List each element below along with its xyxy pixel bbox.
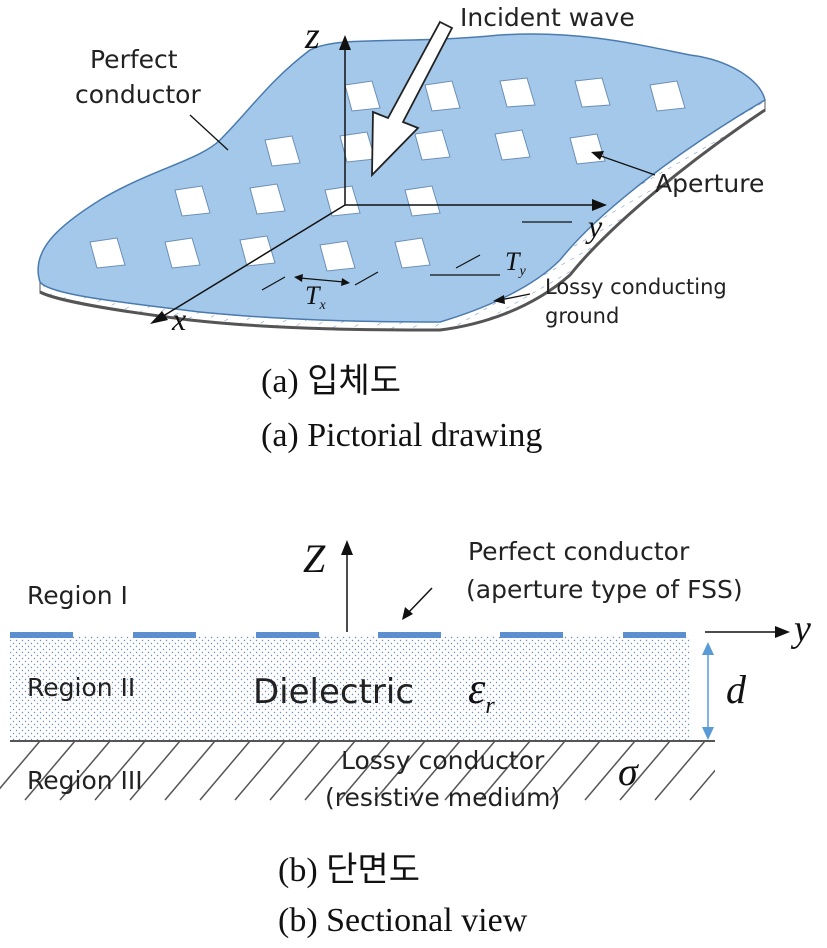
- thickness-arrow: [702, 642, 714, 740]
- z-arrowhead: [339, 35, 351, 50]
- region-1-label: Region I: [27, 581, 128, 610]
- y-arrowhead: [592, 199, 607, 211]
- ground-hatching: [0, 741, 715, 801]
- aperture: [239, 235, 276, 267]
- tx-tick-right: [354, 271, 379, 286]
- tx-label: Tx: [305, 281, 326, 313]
- caption-a-english: (a) Pictorial drawing: [261, 417, 542, 454]
- aperture: [324, 185, 361, 217]
- conductor-strip: [623, 632, 686, 638]
- thickness-label: d: [726, 667, 747, 712]
- aperture: [404, 185, 441, 217]
- lossy-label-1: Lossy conducting: [545, 275, 727, 299]
- lossy-pointer-head: [493, 295, 505, 304]
- perfect-conductor-label: Perfect conductor: [468, 537, 690, 566]
- aperture: [414, 129, 451, 161]
- incident-wave-arrow: [371, 20, 454, 178]
- lossy-pointer: [499, 293, 531, 301]
- aperture: [649, 80, 686, 112]
- fss-type-label: (aperture type of FSS): [466, 575, 743, 604]
- perfect-label-1: Perfect: [90, 45, 178, 74]
- region-2-label: Region II: [27, 673, 135, 702]
- caption-a-korean: (a) 입체도: [261, 363, 401, 400]
- y-arrowhead: [775, 626, 790, 638]
- perfect-label-2: conductor: [75, 80, 201, 109]
- sectional-view: Z y Perfect conductor (aperture type of …: [0, 536, 811, 939]
- z-axis-label: z: [304, 15, 320, 57]
- aperture-pointer: [597, 154, 656, 176]
- region-3-label: Region III: [27, 766, 143, 795]
- aperture-label: Aperture: [655, 169, 764, 198]
- y-axis-label: y: [790, 608, 811, 650]
- x-axis: [159, 204, 346, 319]
- lossy-conductor-label: Lossy conductor: [341, 746, 545, 775]
- conductor-strip: [133, 632, 196, 638]
- ty-label: Ty: [505, 247, 526, 279]
- resistive-medium-label: (resistive medium): [325, 783, 560, 812]
- ty-tick-lower2: [455, 254, 481, 269]
- aperture: [89, 237, 126, 269]
- aperture: [174, 185, 211, 217]
- aperture: [319, 240, 356, 272]
- y-axis-label: y: [585, 208, 603, 244]
- aperture-pointer-head: [591, 151, 604, 160]
- pictorial-drawing: Perfect conductor Incident wave Aperture…: [37, 3, 766, 454]
- perfect-conductor-pointer: [189, 114, 229, 151]
- caption-b-korean: (b) 단면도: [278, 852, 420, 889]
- z-axis-label: Z: [303, 536, 326, 581]
- aperture: [494, 129, 531, 161]
- leader-lines: [189, 114, 656, 304]
- tx-arrow-line: [299, 277, 345, 283]
- aperture: [164, 237, 201, 269]
- tx-tick-left: [261, 276, 286, 291]
- tx-arrowhead-right: [341, 278, 350, 286]
- aperture: [264, 135, 301, 167]
- aperture: [424, 80, 461, 112]
- axes-3d: [150, 35, 607, 324]
- period-markers: [261, 221, 572, 291]
- conductor-strip: [256, 632, 319, 638]
- z-arrowhead: [341, 540, 353, 555]
- fss-pointer: [407, 587, 433, 614]
- conductor-strip: [500, 632, 563, 638]
- fss-pointer-head: [402, 607, 413, 620]
- conductor-strip: [10, 632, 73, 638]
- dielectric-label: Dielectric: [253, 672, 414, 712]
- sigma-label: σ: [618, 749, 639, 794]
- x-axis-label: x: [171, 301, 186, 337]
- tx-arrowhead-left: [294, 274, 303, 282]
- conductor-strip: [378, 632, 441, 638]
- ground-bottom-edge: [39, 108, 766, 332]
- x-arrowhead: [150, 311, 168, 324]
- aperture: [394, 237, 431, 269]
- incident-label: Incident wave: [460, 3, 635, 32]
- axes-2d: [341, 540, 790, 638]
- epsilon-label: εr: [468, 664, 495, 719]
- fss-strips: [10, 632, 686, 638]
- caption-b-english: (b) Sectional view: [278, 902, 528, 939]
- dielectric-layer: [10, 636, 690, 741]
- aperture: [499, 77, 536, 108]
- aperture: [344, 80, 381, 112]
- aperture: [249, 183, 286, 215]
- lossy-label-2: ground: [545, 304, 619, 328]
- aperture: [574, 77, 611, 108]
